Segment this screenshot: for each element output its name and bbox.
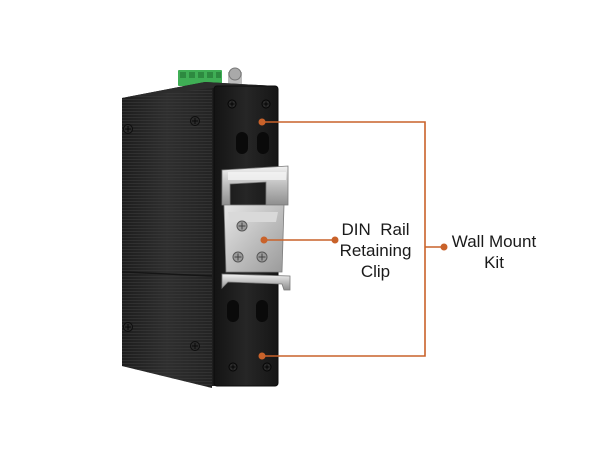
grounding-screw [228,67,242,86]
plate-screw [262,362,272,372]
din-label-line-3: Clip [360,262,391,281]
din-label-line-2: Retaining [339,241,412,260]
din-label-line-1: DIN Rail [341,220,410,239]
callout-wall-mount [258,118,448,360]
din-rail-clip-label: DIN Rail Retaining Clip [328,219,423,282]
housing-screw [190,341,200,351]
plate-screw [228,362,238,372]
wall-label-line-2: Kit [484,253,504,272]
din-rail-clip [221,165,291,291]
housing-screw [190,116,200,126]
callout-din-rail-clip [260,236,339,244]
housing-screw [123,322,133,332]
housing-screw [123,124,133,134]
wall-mount-kit-label: Wall Mount Kit [438,231,550,273]
power-terminal-block [178,70,222,86]
plate-screw [227,99,237,109]
plate-screw [261,99,271,109]
wall-label-line-1: Wall Mount [451,232,537,251]
